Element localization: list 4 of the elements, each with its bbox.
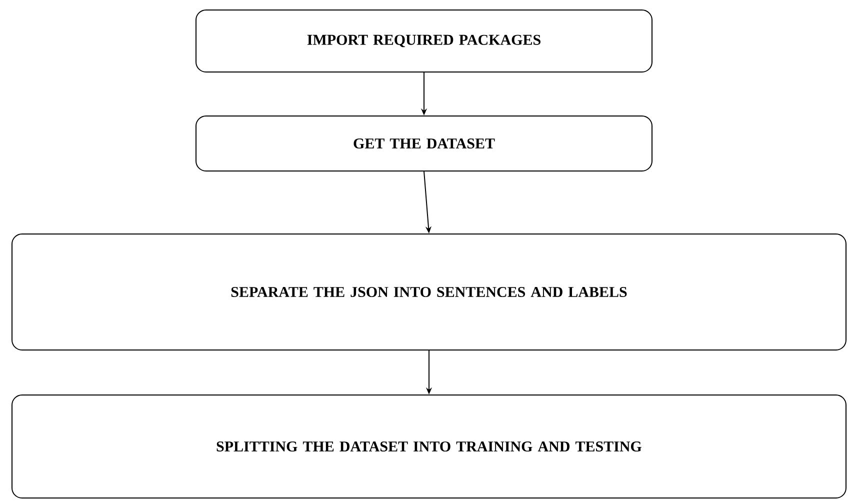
process-box: SPLITTING THE DATASET INTO TRAINING AND TESTING [12, 394, 846, 498]
process-box: SEPARATE THE JSON INTO SENTENCES AND LABELS [12, 234, 846, 350]
process-box: GET THE DATASET [196, 116, 652, 172]
process-box: IMPORT REQUIRED PACKAGES [196, 10, 652, 72]
